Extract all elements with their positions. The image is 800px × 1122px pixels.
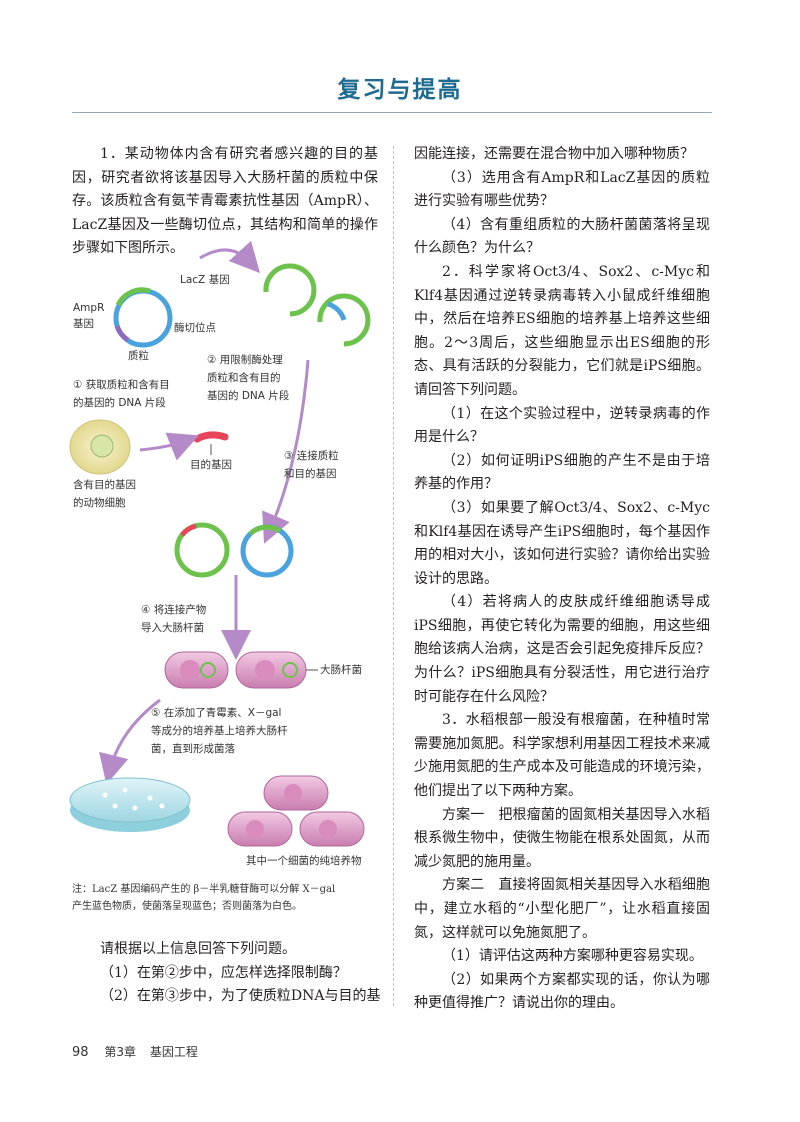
plan-1: 方案一 把根瘤菌的固氮相关基因导入水稻根系微生物中，使微生物能在根系处固氮，从而… (414, 806, 710, 870)
ampr-gene-label-2: 基因 (73, 318, 94, 330)
diagram-footnote: 注：LacZ 基因编码产生的 β－半乳糖苷酶可以分解 X－gal 产生蓝色物质，… (72, 881, 392, 915)
petri-dish-icon (69, 777, 191, 832)
plan-2: 方案二 直接将固氮相关基因导入水稻细胞中，建立水稻的“小型化肥厂”，让水稻直接固… (414, 877, 710, 941)
page-footer: 98 第3章 基因工程 (72, 1043, 198, 1060)
step2-label-3: 基因的 DNA 片段 (207, 390, 290, 402)
page-title: 复习与提高 (337, 77, 463, 103)
title-divider (72, 112, 712, 113)
question-1-2: （2）在第③步中，为了使质粒DNA与目的基 (100, 988, 381, 1005)
column-divider (393, 146, 394, 1006)
question-3-intro: 3．水稻根部一般没有根瘤菌，在种植时常需要施加氮肥。科学家想利用基因工程技术来减… (414, 712, 710, 800)
diagram-prompt: 请根据以上信息回答下列问题。 (100, 941, 296, 957)
step3-label-2: 和目的基因 (284, 468, 337, 480)
question-2-2: （2）如何证明iPS细胞的产生不是由于培养基的作用？ (414, 452, 710, 493)
ecoli-icon (164, 651, 318, 689)
left-column: 1．某动物体内含有研究者感兴趣的目的基因，研究者欲将该基因导入大肠杆菌的质粒中保… (72, 143, 378, 261)
left-column-bottom: 请根据以上信息回答下列问题。 （1）在第②步中，应怎样选择限制酶？ （2）在第③… (72, 938, 382, 1009)
step5-label-2: 等成分的培养基上培养大肠杆 (151, 725, 288, 737)
recombinant-plasmid-icon (174, 522, 294, 578)
step4-label-2: 导入大肠杆菌 (141, 622, 204, 634)
pure-culture-label: 其中一个细菌的纯培养物 (246, 855, 362, 867)
cut-site-label: 酶切位点 (174, 322, 216, 334)
step1-arrow (139, 432, 199, 461)
right-column: 因能连接，还需要在混合物中加入哪种物质？ （3）选用含有AmpR和LacZ基因的… (414, 143, 710, 1016)
pure-culture-icon (227, 775, 365, 847)
page-number: 98 (72, 1045, 89, 1060)
ampr-gene-label: AmpR (73, 302, 105, 314)
step3-label-1: ③ 连接质粒 (284, 450, 339, 462)
plasmid-icon (113, 287, 173, 348)
question-1-intro: 1．某动物体内含有研究者感兴趣的目的基因，研究者欲将该基因导入大肠杆菌的质粒中保… (72, 146, 378, 257)
footnote-line-1: 注：LacZ 基因编码产生的 β－半乳糖苷酶可以分解 X－gal (72, 884, 336, 895)
animal-cell-icon (69, 419, 131, 475)
question-1-2-continued: 因能连接，还需要在混合物中加入哪种物质？ (414, 146, 694, 162)
step2-label-1: ② 用限制酶处理 (207, 354, 283, 366)
question-2-1: （1）在这个实验过程中，逆转录病毒的作用是什么？ (414, 405, 710, 446)
footnote-line-2: 产生蓝色物质，使菌落呈现蓝色；否则菌落为白色。 (72, 901, 302, 912)
question-1-3: （3）选用含有AmpR和LacZ基因的质粒进行实验有哪些优势？ (414, 169, 710, 210)
question-1-1: （1）在第②步中，应怎样选择限制酶？ (100, 964, 347, 981)
step4-label-1: ④ 将连接产物 (141, 604, 207, 616)
step1-label-2: 的基因的 DNA 片段 (73, 397, 166, 409)
question-2-4: （4）若将病人的皮肤成纤维细胞诱导成iPS细胞，再使它转化为需要的细胞，用这些细… (414, 594, 710, 705)
animal-cell-label-2: 的动物细胞 (73, 497, 126, 509)
question-3-1: （1）请评估这两种方案哪种更容易实现。 (442, 948, 703, 965)
animal-cell-label-1: 含有目的基因 (73, 479, 136, 491)
target-gene-label: 目的基因 (190, 459, 232, 471)
step1-label-1: ① 获取质粒和含有目 (73, 379, 170, 391)
question-2-intro: 2．科学家将Oct3/4、Sox2、c-Myc和Klf4基因通过逆转录病毒转入小… (414, 263, 710, 398)
chapter-title: 基因工程 (149, 1045, 198, 1059)
question-3-2: （2）如果两个方案都实现的话，你认为哪种更值得推广？请说出你的理由。 (414, 971, 710, 1012)
plasmid-label: 质粒 (128, 350, 149, 362)
chapter-number: 第3章 (104, 1045, 137, 1059)
ecoli-label: 大肠杆菌 (320, 664, 362, 676)
cut-plasmid-icon (263, 263, 371, 347)
question-1-4: （4）含有重组质粒的大肠杆菌菌落将呈现什么颜色？为什么？ (414, 216, 710, 257)
lacz-gene-label: LacZ 基因 (180, 274, 230, 286)
question-2-3: （3）如果要了解Oct3/4、Sox2、c-Myc和Klf4基因在诱导产生iPS… (414, 499, 710, 587)
target-gene-icon (193, 431, 229, 455)
step5-label-3: 菌，直到形成菌落 (151, 743, 235, 755)
step5-label-1: ⑤ 在添加了青霉素、X－gal (151, 707, 282, 719)
step2-label-2: 质粒和含有目的 (207, 372, 281, 384)
